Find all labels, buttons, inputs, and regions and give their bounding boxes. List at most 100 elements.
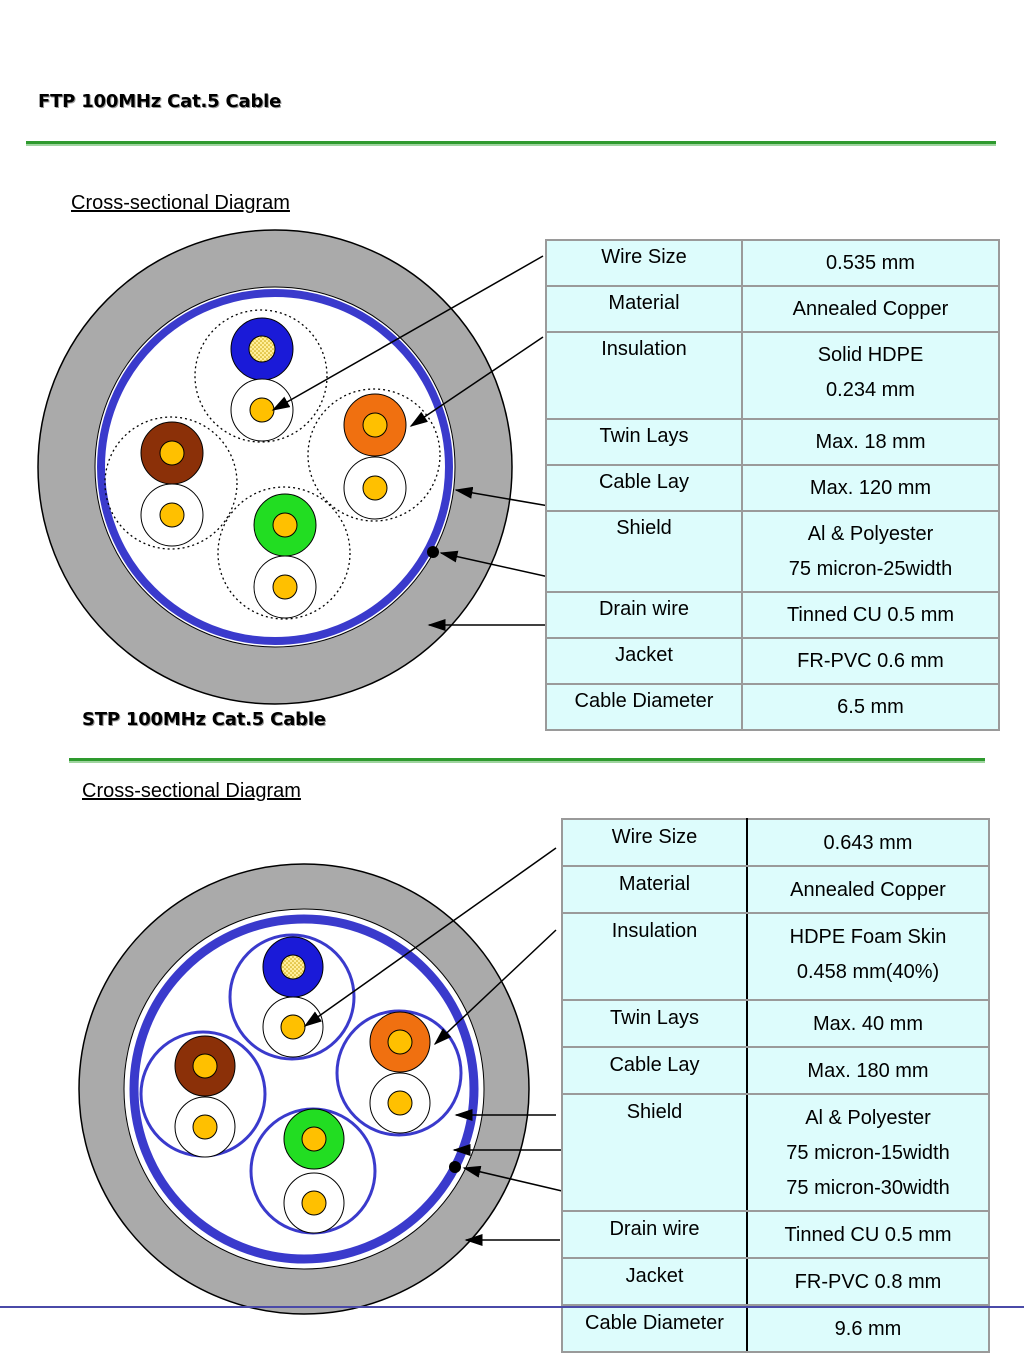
stp-inner-core xyxy=(123,908,485,1270)
stp-leader-insulation xyxy=(433,929,557,1046)
ftp-wire-orange-white-conductor xyxy=(362,475,388,501)
page-bottom-rule xyxy=(0,1306,1024,1308)
stp-spec-value-line: Al & Polyester xyxy=(805,1107,931,1129)
stp-spec-value-line: 9.6 mm xyxy=(834,1318,902,1340)
ftp-spec-value: Annealed Copper xyxy=(741,285,1000,333)
ftp-spec-row: Insulation Solid HDPE 0.234 mm xyxy=(545,331,1000,420)
ftp-spec-value-line: 0.234 mm xyxy=(826,379,915,401)
ftp-spec-row: Cable Lay Max. 120 mm xyxy=(545,464,1000,512)
stp-spec-label: Insulation xyxy=(561,912,748,1001)
stp-spec-label: Wire Size xyxy=(561,818,748,867)
ftp-spec-label: Wire Size xyxy=(545,239,743,287)
ftp-spec-label: Twin Lays xyxy=(545,418,743,466)
ftp-spec-label: Insulation xyxy=(545,331,743,420)
ftp-subtitle: Cross-sectional Diagram xyxy=(71,192,290,214)
ftp-leader-wire-size xyxy=(271,255,544,411)
ftp-wire-blue-white-conductor xyxy=(249,397,275,423)
ftp-spec-label: Cable Lay xyxy=(545,464,743,512)
stp-spec-value: Max. 180 mm xyxy=(746,1046,990,1095)
ftp-spec-row: Drain wire Tinned CU 0.5 mm xyxy=(545,591,1000,639)
stp-spec-label: Material xyxy=(561,865,748,914)
ftp-pair-green-outline xyxy=(217,486,351,620)
ftp-spec-label: Jacket xyxy=(545,637,743,685)
ftp-spec-value-line: Max. 120 mm xyxy=(809,477,932,499)
ftp-spec-label: Cable Diameter xyxy=(545,683,743,731)
stp-spec-value: HDPE Foam Skin 0.458 mm(40%) xyxy=(746,912,990,1001)
ftp-spec-label: Drain wire xyxy=(545,591,743,639)
stp-title: STP 100MHz Cat.5 Cable xyxy=(82,709,326,730)
stp-wire-brown-conductor xyxy=(192,1053,218,1079)
ftp-spec-row: Cable Diameter 6.5 mm xyxy=(545,683,1000,731)
stp-wire-blue-conductor xyxy=(280,954,306,980)
stp-spec-value: Max. 40 mm xyxy=(746,999,990,1048)
stp-shield xyxy=(129,914,479,1264)
stp-spec-value-line: Tinned CU 0.5 mm xyxy=(784,1224,952,1246)
stp-leader-drain-wire xyxy=(462,1165,563,1192)
stp-spec-value-line: FR-PVC 0.8 mm xyxy=(794,1271,942,1293)
stp-spec-value: 0.643 mm xyxy=(746,818,990,867)
stp-wire-green-conductor xyxy=(301,1126,327,1152)
ftp-wire-orange-conductor xyxy=(362,412,388,438)
ftp-spec-value-line: 6.5 mm xyxy=(837,696,904,718)
ftp-title-rule xyxy=(26,141,996,146)
stp-wire-brown-white-conductor xyxy=(192,1114,218,1140)
ftp-spec-label: Shield xyxy=(545,510,743,593)
stp-spec-row: Twin Lays Max. 40 mm xyxy=(561,999,990,1048)
ftp-leader-drain-wire xyxy=(439,550,550,578)
ftp-leader-shield xyxy=(454,486,550,507)
ftp-title: FTP 100MHz Cat.5 Cable xyxy=(38,91,282,112)
ftp-spec-value-line: Al & Polyester xyxy=(807,523,934,545)
stp-spec-row: Material Annealed Copper xyxy=(561,865,990,914)
ftp-spec-value: Max. 120 mm xyxy=(741,464,1000,512)
ftp-spec-value-line: Max. 18 mm xyxy=(815,431,926,453)
ftp-pair-blue-outline xyxy=(194,309,328,443)
stp-spec-row: Insulation HDPE Foam Skin 0.458 mm(40%) xyxy=(561,912,990,1001)
ftp-shield xyxy=(97,289,453,645)
stp-spec-label: Drain wire xyxy=(561,1210,748,1259)
stp-spec-value-line: HDPE Foam Skin xyxy=(789,926,947,948)
stp-spec-value-line: 0.458 mm(40%) xyxy=(796,961,940,983)
ftp-spec-value-line: Tinned CU 0.5 mm xyxy=(786,604,955,626)
ftp-pair-brown-outline xyxy=(104,416,238,550)
stp-leader-wire-size xyxy=(303,847,557,1027)
stp-drain-wire xyxy=(449,1161,461,1173)
stp-spec-value-line: Annealed Copper xyxy=(790,879,946,901)
ftp-spec-value: Al & Polyester 75 micron-25width xyxy=(741,510,1000,593)
stp-title-rule xyxy=(69,758,985,763)
ftp-inner-core xyxy=(94,286,456,648)
ftp-spec-row: Shield Al & Polyester 75 micron-25width xyxy=(545,510,1000,593)
stp-pair-blue-shield xyxy=(228,933,356,1061)
ftp-spec-value: Solid HDPE 0.234 mm xyxy=(741,331,1000,420)
ftp-spec-row: Twin Lays Max. 18 mm xyxy=(545,418,1000,466)
ftp-spec-value: 0.535 mm xyxy=(741,239,1000,287)
stp-spec-value: Tinned CU 0.5 mm xyxy=(746,1210,990,1259)
stp-spec-value: Annealed Copper xyxy=(746,865,990,914)
ftp-wire-brown-conductor xyxy=(159,440,185,466)
ftp-spec-value: FR-PVC 0.6 mm xyxy=(741,637,1000,685)
stp-wire-blue-white-conductor xyxy=(280,1014,306,1040)
stp-spec-value-line: Max. 40 mm xyxy=(812,1013,924,1035)
stp-spec-row: Drain wire Tinned CU 0.5 mm xyxy=(561,1210,990,1259)
stp-wire-green-white-conductor xyxy=(301,1190,327,1216)
stp-pair-orange-shield xyxy=(335,1009,463,1137)
ftp-wire-green-conductor xyxy=(272,512,298,538)
ftp-spec-value-line: 75 micron-25width xyxy=(788,558,953,580)
stp-spec-row: Jacket FR-PVC 0.8 mm xyxy=(561,1257,990,1306)
stp-spec-label: Cable Lay xyxy=(561,1046,748,1095)
stp-spec-label: Jacket xyxy=(561,1257,748,1306)
stp-spec-label: Twin Lays xyxy=(561,999,748,1048)
stp-wire-orange-conductor xyxy=(387,1029,413,1055)
ftp-pair-orange-outline xyxy=(307,388,441,522)
stp-subtitle: Cross-sectional Diagram xyxy=(82,780,301,802)
ftp-spec-value-line: Solid HDPE xyxy=(817,344,924,366)
